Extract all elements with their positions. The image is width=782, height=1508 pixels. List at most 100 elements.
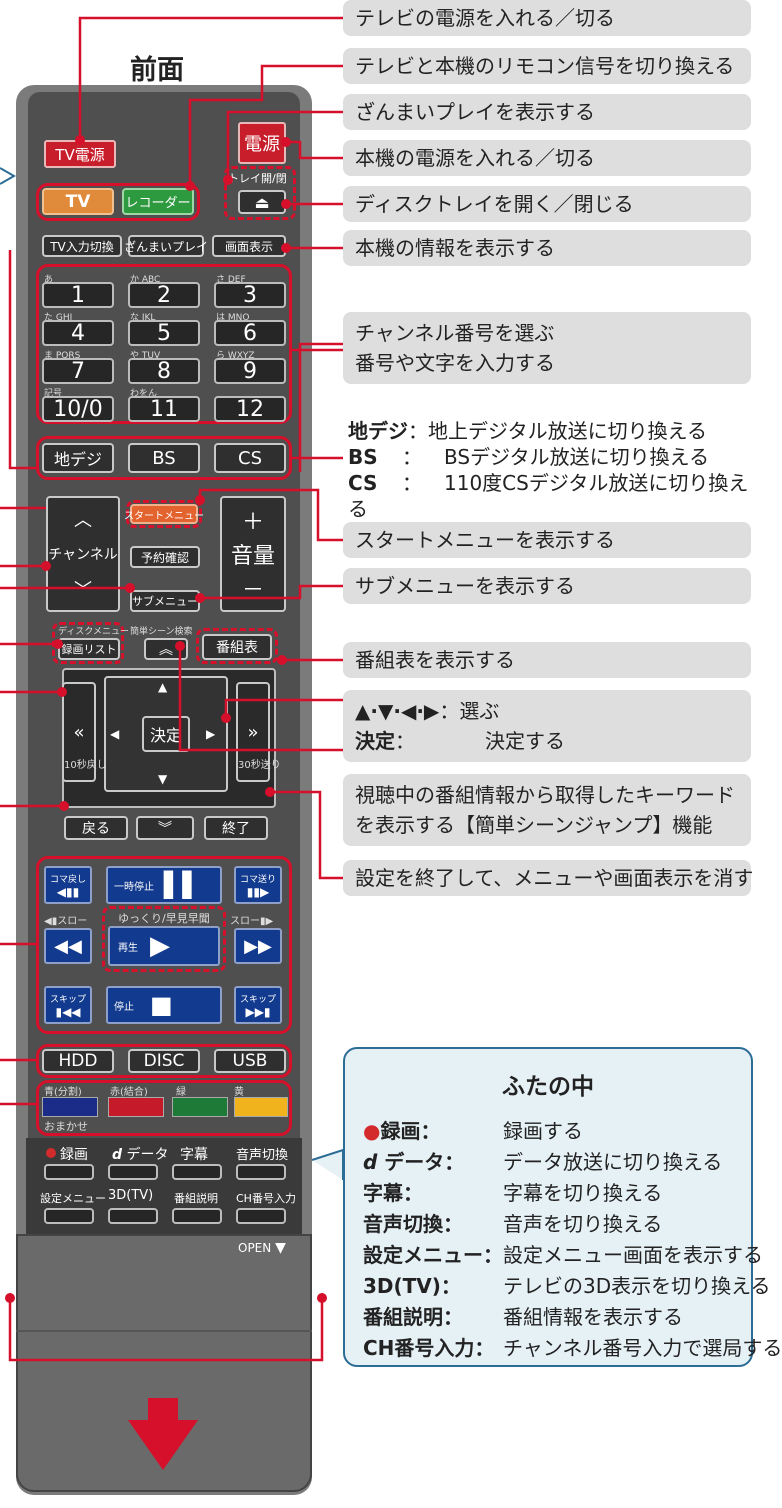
double-down-icon: ︾ bbox=[158, 821, 172, 837]
play-button[interactable]: 再生▶ bbox=[108, 926, 220, 966]
num-key-4[interactable]: 4 bbox=[42, 320, 114, 346]
volume-up-icon: ＋ bbox=[241, 510, 264, 535]
num-key-11[interactable]: 11 bbox=[128, 396, 200, 422]
num-key-3[interactable]: 3 bbox=[214, 282, 286, 308]
lid-divider bbox=[16, 1330, 312, 1332]
channel-down-icon: ﹀ bbox=[74, 580, 92, 601]
skip30-arrow-icon: » bbox=[247, 721, 259, 743]
green-button[interactable] bbox=[172, 1097, 228, 1117]
zanmai-button[interactable]: ざんまいプレイ bbox=[124, 235, 208, 257]
exit-button[interactable]: 終了 bbox=[204, 816, 268, 840]
callout-exit: 設定を終了して、メニューや画面表示を消す bbox=[343, 860, 753, 896]
num-key-hint: は MNO bbox=[216, 313, 250, 323]
red-button[interactable] bbox=[108, 1097, 164, 1117]
num-key-hint: ま PQRS bbox=[44, 351, 81, 361]
d-pad-up-icon[interactable]: ▲ bbox=[158, 680, 168, 694]
3d-label: 3D(TV) bbox=[108, 1188, 154, 1203]
stop-button[interactable]: 停止■ bbox=[106, 986, 222, 1024]
callout-channel: チャンネル番号を選ぶ 番号や文字を入力する bbox=[343, 312, 751, 384]
d-pad[interactable] bbox=[104, 676, 228, 792]
num-key-1[interactable]: 1 bbox=[42, 282, 114, 308]
broadcast-group bbox=[36, 436, 292, 480]
start-menu-button[interactable]: スタートメニュー bbox=[124, 504, 204, 524]
audio-button[interactable] bbox=[236, 1164, 286, 1180]
playback-group bbox=[36, 856, 292, 1034]
yellow-button[interactable] bbox=[234, 1097, 288, 1117]
skip-fwd-button[interactable]: スキップ▶▶▮ bbox=[234, 986, 282, 1024]
setting-menu-button[interactable] bbox=[44, 1208, 94, 1224]
rec-dot-icon: ● bbox=[363, 1119, 381, 1143]
num-key-hint: ら WXYZ bbox=[216, 351, 255, 361]
enter-button[interactable]: 決定 bbox=[142, 716, 190, 752]
slow-fwd-label: スロー▮▶ bbox=[230, 916, 274, 927]
usb-button[interactable]: USB bbox=[214, 1049, 286, 1073]
open-label: OPEN ▼ bbox=[238, 1240, 286, 1256]
cs-button[interactable]: CS bbox=[214, 443, 286, 473]
num-key-9[interactable]: 9 bbox=[214, 358, 286, 384]
num-key-12[interactable]: 12 bbox=[214, 396, 286, 422]
subtitle-button[interactable] bbox=[172, 1164, 222, 1180]
callout-start-menu: スタートメニューを表示する bbox=[343, 522, 751, 558]
disc-button[interactable]: DISC bbox=[128, 1049, 200, 1073]
program-desc-button[interactable] bbox=[172, 1208, 222, 1224]
reservation-button[interactable]: 予約確認 bbox=[130, 546, 200, 568]
num-key-6[interactable]: 6 bbox=[214, 320, 286, 346]
callout-tv-power: テレビの電源を入れる／切る bbox=[343, 0, 751, 36]
lid-row: 設定メニュー：設定メニュー画面を表示する bbox=[363, 1243, 763, 1267]
skip-back-button[interactable]: スキップ▮◀◀ bbox=[44, 986, 92, 1024]
slow-play-label: ゆっくり/早見早聞 bbox=[118, 912, 210, 925]
green-label: 緑 bbox=[176, 1087, 186, 1098]
3d-button[interactable] bbox=[108, 1208, 158, 1224]
d-data-button[interactable] bbox=[108, 1164, 158, 1180]
fast-forward-button[interactable]: ▶▶ bbox=[234, 928, 282, 964]
num-key-hint: か ABC bbox=[130, 275, 161, 285]
blue-button[interactable] bbox=[42, 1097, 98, 1117]
callout-scene-jump: 視聴中の番組情報から取得したキーワード を表示する【簡単シーンジャンプ】機能 bbox=[343, 774, 751, 846]
pause-button[interactable]: 一時停止▌▌ bbox=[106, 866, 222, 904]
num-key-10-0[interactable]: 10/0 bbox=[42, 396, 114, 422]
d-pad-right-icon[interactable]: ▶ bbox=[206, 727, 216, 741]
rec-list-button[interactable]: 録画リスト bbox=[58, 638, 120, 660]
blue-label: 青(分割) bbox=[44, 1087, 82, 1098]
tv-input-button[interactable]: TV入力切換 bbox=[42, 235, 122, 257]
power-button[interactable]: 電源 bbox=[238, 122, 286, 164]
channel-label: チャンネル bbox=[48, 547, 118, 563]
double-down-button[interactable]: ︾ bbox=[136, 816, 194, 840]
rec-button[interactable] bbox=[44, 1164, 94, 1180]
callout-enter-line: 決定：決定する bbox=[355, 729, 565, 753]
num-key-hint: わをん bbox=[130, 389, 158, 399]
callout-channel-line1: チャンネル番号を選ぶ bbox=[355, 321, 555, 345]
num-key-5[interactable]: 5 bbox=[128, 320, 200, 346]
callout-remote-switch: テレビと本機のリモコン信号を切り換える bbox=[343, 48, 751, 84]
num-key-2[interactable]: 2 bbox=[128, 282, 200, 308]
display-button[interactable]: 画面表示 bbox=[212, 235, 286, 257]
skip30-button[interactable]: » bbox=[236, 682, 270, 782]
chideji-button[interactable]: 地デジ bbox=[42, 443, 114, 473]
start-menu-group bbox=[126, 500, 202, 528]
tv-mode-button[interactable]: TV bbox=[42, 188, 114, 215]
audio-label: 音声切換 bbox=[236, 1148, 289, 1163]
hdd-button[interactable]: HDD bbox=[42, 1049, 114, 1073]
d-pad-left-icon[interactable]: ◀ bbox=[110, 727, 120, 741]
bs-button[interactable]: BS bbox=[128, 443, 200, 473]
frame-back-button[interactable]: コマ戻し◀▮▮ bbox=[44, 866, 92, 904]
back10-label: 10秒戻し bbox=[64, 760, 107, 771]
frame-fwd-icon: ▮▮▶ bbox=[246, 884, 270, 899]
back10-button[interactable]: « bbox=[62, 682, 96, 782]
callout-sub-menu: サブメニューを表示する bbox=[343, 568, 751, 604]
num-key-7[interactable]: 7 bbox=[42, 358, 114, 384]
channel-rocker[interactable]: ︿ チャンネル ﹀ bbox=[46, 496, 120, 612]
frame-fwd-label: コマ送り bbox=[239, 874, 276, 885]
ch-input-button[interactable] bbox=[236, 1208, 286, 1224]
recorder-mode-button[interactable]: レコーダー bbox=[122, 188, 194, 215]
open-direction-arrow-icon bbox=[128, 1398, 198, 1470]
d-pad-down-icon[interactable]: ▼ bbox=[158, 772, 168, 786]
guide-button[interactable]: 番組表 bbox=[202, 634, 272, 660]
rewind-button[interactable]: ◀◀ bbox=[44, 928, 92, 964]
num-key-8[interactable]: 8 bbox=[128, 358, 200, 384]
d-data-label: d データ bbox=[112, 1147, 169, 1163]
frame-fwd-button[interactable]: コマ送り▮▮▶ bbox=[234, 866, 282, 904]
play-label: 再生 bbox=[118, 942, 138, 954]
sub-menu-button[interactable]: サブメニュー bbox=[130, 590, 200, 612]
back-button[interactable]: 戻る bbox=[64, 816, 128, 840]
